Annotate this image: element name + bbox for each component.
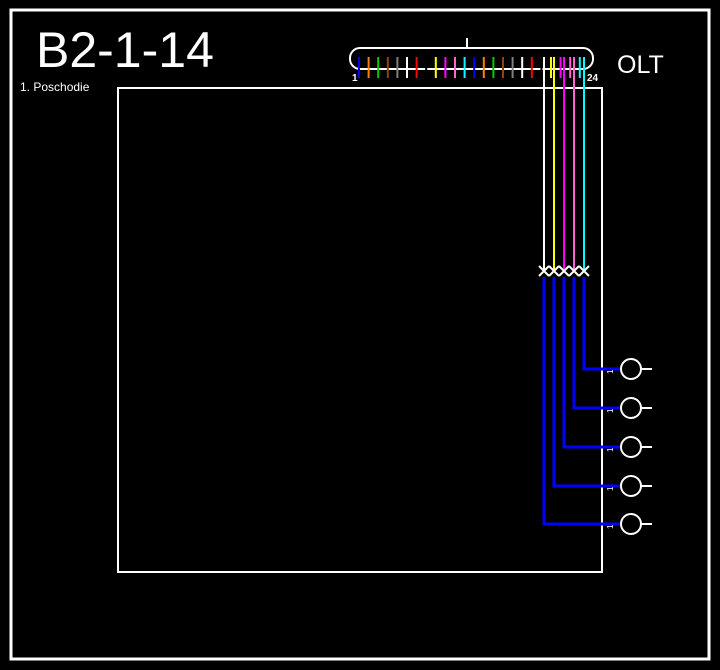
floor-label: 1. Poschodie bbox=[20, 80, 90, 94]
outlet-port-label: 1 bbox=[606, 369, 615, 374]
outer-frame bbox=[9, 8, 711, 661]
floor-box bbox=[117, 87, 603, 573]
olt-cable: 1 24 bbox=[349, 38, 599, 84]
outlet-socket bbox=[620, 513, 642, 535]
olt-label: OLT bbox=[617, 51, 664, 79]
outlet-socket bbox=[620, 358, 642, 380]
outlet-socket bbox=[620, 436, 642, 458]
outlet-group: 1 1 1 1 1 bbox=[542, 277, 652, 535]
outlet-port-label: 1 bbox=[606, 447, 615, 452]
fiber-label-first: 1 bbox=[352, 73, 358, 84]
outlet-port-label: 1 bbox=[606, 486, 615, 491]
drop-cable bbox=[542, 277, 621, 526]
cable-body bbox=[349, 47, 594, 70]
fiber-label-last: 24 bbox=[587, 73, 599, 84]
outlet-socket bbox=[620, 397, 642, 419]
drop-cable bbox=[562, 277, 621, 449]
splice-mark bbox=[558, 265, 570, 277]
drop-cable bbox=[582, 277, 621, 371]
outlet-port-label: 1 bbox=[606, 524, 615, 529]
splice-mark bbox=[568, 265, 580, 277]
drop-cable bbox=[572, 277, 621, 410]
splice-mark bbox=[538, 265, 550, 277]
outlet-socket bbox=[620, 475, 642, 497]
outlet-port-label: 1 bbox=[606, 408, 615, 413]
fiber-runs bbox=[538, 57, 590, 277]
splice-mark bbox=[578, 265, 590, 277]
splice-mark bbox=[548, 265, 560, 277]
building-title: B2-1-14 bbox=[36, 22, 214, 78]
drop-cable bbox=[552, 277, 621, 488]
